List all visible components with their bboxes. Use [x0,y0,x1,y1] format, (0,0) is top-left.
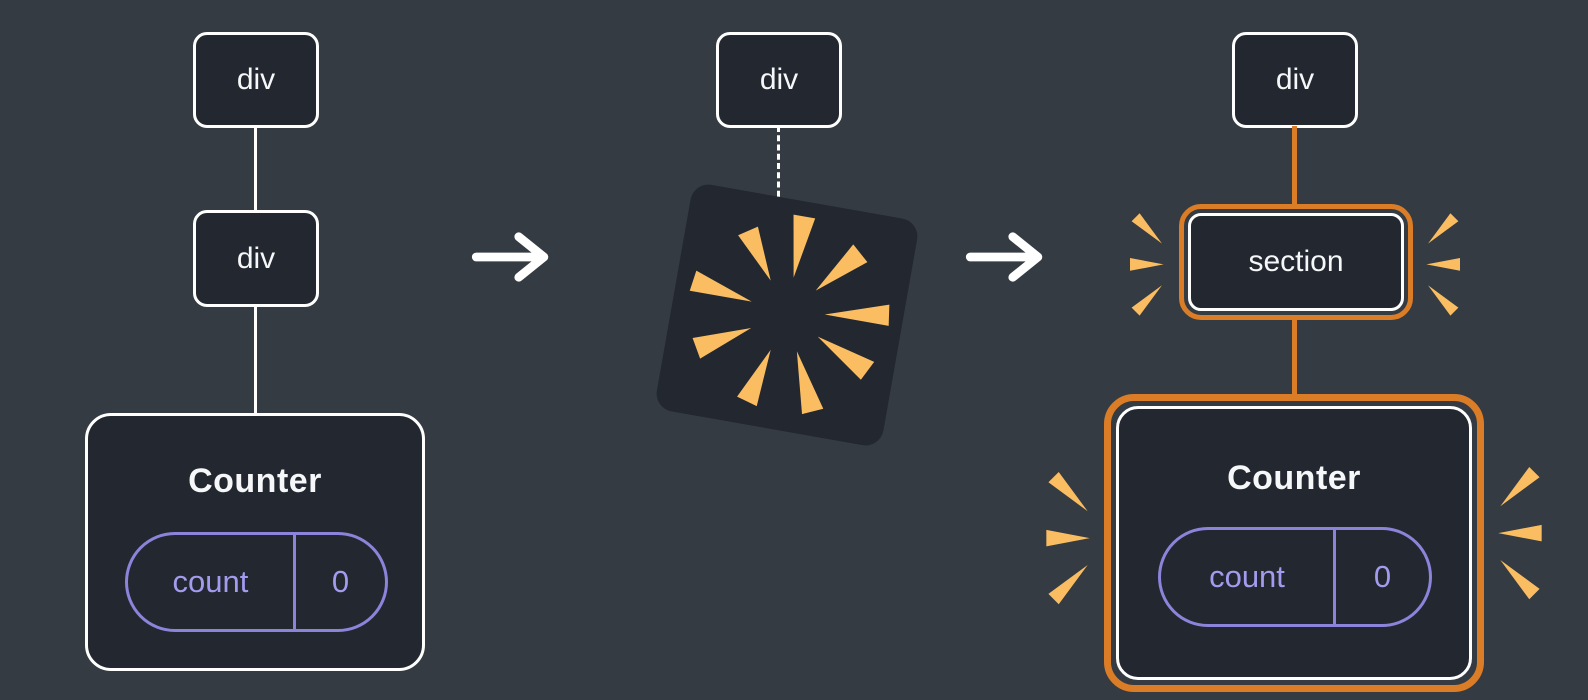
node-label: section [1248,245,1344,278]
state-value: 0 [331,564,350,599]
after-section-node: section [1188,213,1404,311]
during-root-div-node: div [716,32,842,128]
burst-rays-icon [689,214,890,415]
tree-edge [254,305,257,415]
state-pill: count 0 [1158,527,1432,627]
detached-tree-edge [777,126,780,206]
spark-burst-icon [1426,213,1460,316]
spark-burst-icon [1130,213,1164,316]
section-highlight-ring: section [1179,204,1413,320]
state-pill: count 0 [125,532,388,632]
counter-title: Counter [1227,459,1361,497]
counter-title: Counter [188,462,322,500]
node-label: div [1275,63,1315,96]
before-child-div-node: div [193,210,319,307]
spark-burst-icon [1498,466,1542,600]
state-key: count [1161,530,1337,624]
after-root-div-node: div [1232,32,1358,128]
tree-edge [254,126,257,212]
node-label: div [236,63,276,96]
after-counter-card: Counter count 0 [1116,406,1472,680]
node-label: div [236,241,276,275]
before-root-div-node: div [193,32,319,128]
before-counter-card: Counter count 0 [85,413,425,671]
counter-highlight-ring: Counter count 0 [1104,394,1484,692]
state-value: 0 [1373,559,1392,594]
transition-arrow-icon [965,232,1043,282]
spark-burst-icon [1046,471,1090,605]
tree-edge-highlighted [1292,126,1297,208]
transition-arrow-icon [471,232,549,282]
poof-icon [653,181,921,449]
node-label: div [759,63,799,96]
state-key: count [128,535,296,629]
tree-edge-highlighted [1292,318,1297,398]
